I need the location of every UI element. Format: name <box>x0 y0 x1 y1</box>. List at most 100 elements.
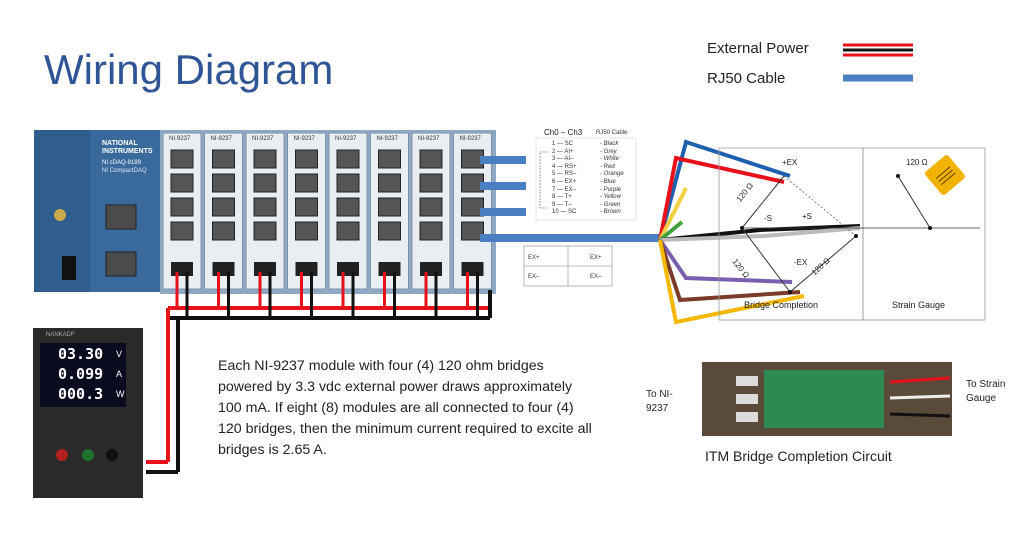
pin-number-signal: 1 — SC <box>552 141 574 147</box>
power-terminal <box>378 262 401 276</box>
rj50-port <box>295 149 318 169</box>
power-terminal <box>295 262 318 276</box>
pin-number-signal: 3 — AI– <box>552 156 574 163</box>
power-terminal <box>337 262 359 276</box>
pinout-header-right: RJ50 Cable <box>596 130 628 136</box>
rj50-port <box>378 149 401 169</box>
pin-wire-color: - White <box>600 156 620 163</box>
rj50-port <box>461 197 484 217</box>
legend-rj50-cable-label: RJ50 Cable <box>707 70 786 87</box>
module-label: NI-9237 <box>418 136 440 142</box>
rj50-port <box>378 173 401 193</box>
power-terminal <box>461 262 484 276</box>
module-label: NI-9237 <box>210 136 232 142</box>
rj50-port <box>419 197 443 217</box>
psu-power-unit: W <box>116 389 125 399</box>
strain-gauge-label: Strain Gauge <box>892 300 946 310</box>
rj50-port <box>295 221 318 241</box>
pin-number-signal: 5 — RS– <box>552 171 577 178</box>
pinout-ex-left-bottom: EX– <box>528 274 540 280</box>
pin-wire-color: - Yellow <box>600 194 621 201</box>
rj50-port <box>336 173 360 193</box>
psu-power: 000.3 <box>58 385 104 403</box>
pin-row: 1 — SC - Black <box>552 141 632 147</box>
rj50-port <box>295 197 318 217</box>
pin-wire-color: - Purple <box>600 186 622 193</box>
pin-wire-color: - Black <box>600 141 619 147</box>
pin-row: 8 — T+ - Yellow <box>552 194 632 200</box>
module-label: NI-9237 <box>335 136 357 142</box>
rj50-cable-stubs <box>480 156 660 242</box>
pin-number-signal: 4 — RS+ <box>552 163 577 170</box>
pin-number-signal: 7 — EX– <box>552 186 577 193</box>
pin-number-signal: 2 — AI+ <box>552 148 574 155</box>
pinout-ex-right-bottom: EX– <box>590 274 602 280</box>
rj50-port <box>212 149 235 169</box>
bridge-minus-ex-label: -EX <box>794 258 808 267</box>
rj50-port <box>419 149 443 169</box>
legend-external-power-swatch <box>843 43 913 57</box>
pinout-ex-left-top: EX+ <box>528 255 540 261</box>
rj50-port <box>336 197 360 217</box>
pin-row: 9 — T– - Green <box>552 202 632 208</box>
module-label: NI-9237 <box>169 136 191 142</box>
module-label: NI-9237 <box>293 136 315 142</box>
psu-current-unit: A <box>116 369 123 379</box>
bench-power-supply <box>33 328 143 498</box>
bridge-diagram <box>718 147 986 321</box>
rj50-port <box>253 149 277 169</box>
power-terminal <box>420 262 442 276</box>
pin-row: 2 — AI+- Grey <box>552 149 632 155</box>
gauge-resistor-label: 120 Ω <box>906 158 928 167</box>
psu-brand: NANKADF <box>46 332 75 338</box>
pin-wire-color: - Green <box>600 201 621 208</box>
chassis-subtitle: NI CompactDAQ <box>102 168 147 174</box>
rj50-port <box>378 197 401 217</box>
itm-to-strain-label: To Strain Gauge <box>966 379 1006 404</box>
pin-number-signal: 9 — T– <box>552 201 572 208</box>
pinout-header-left: Ch0 – Ch3 <box>544 128 583 137</box>
module-label: NI-9237 <box>376 136 398 142</box>
pin-number-signal: 10 — SC <box>552 209 577 216</box>
rj50-port <box>461 221 484 241</box>
rj50-port <box>378 221 401 241</box>
module-label: NI-9237 <box>459 136 481 142</box>
pin-number-signal: 6 — EX+ <box>552 179 577 185</box>
ni-brand-line1: NATIONAL <box>102 140 138 147</box>
psu-current: 0.099 <box>58 365 104 383</box>
rj50-port <box>212 221 235 241</box>
pin-row: 4 — RS+ - Red <box>552 164 632 170</box>
ni-brand-line2: INSTRUMENTS <box>102 148 153 155</box>
description-paragraph: Each NI-9237 module with four (4) 120 oh… <box>218 358 592 458</box>
psu-voltage: 03.30 <box>58 345 104 363</box>
rj50-port <box>170 221 194 241</box>
rj50-port <box>336 149 360 169</box>
rj50-port <box>170 197 194 217</box>
bridge-completion-label: Bridge Completion <box>744 300 819 310</box>
bridge-minus-s-label: -S <box>764 214 772 223</box>
itm-circuit-photo <box>702 362 952 436</box>
itm-to-ni-label: To NI-9237 <box>646 389 673 414</box>
wire-fanout <box>658 139 861 325</box>
chassis-model: NI cDAQ-9189 <box>102 160 142 166</box>
strain-gauge-icon <box>925 155 965 195</box>
module-power-drops <box>175 272 479 318</box>
pinout-ex-right-top: EX+ <box>590 255 602 261</box>
pin-wire-color: - Orange <box>600 171 624 178</box>
bridge-plus-s-label: +S <box>802 212 813 221</box>
module-slots <box>162 132 492 290</box>
pin-row: 10 — SC - Brown <box>552 209 632 215</box>
legend-external-power-label: External Power <box>707 40 809 57</box>
rj50-port <box>253 221 277 241</box>
rj50-port <box>212 197 235 217</box>
rj50-port <box>295 173 318 193</box>
rj50-port <box>170 173 194 193</box>
rj50-port <box>212 173 235 193</box>
module-label: NI-9237 <box>252 136 274 142</box>
pin-row: 5 — RS– - Orange <box>552 171 632 177</box>
pin-wire-color: - Red <box>600 163 615 170</box>
pin-number-signal: 8 — T+ <box>552 194 572 201</box>
pin-row: 7 — EX– - Purple <box>552 187 632 193</box>
pin-wire-color: - Brown <box>600 209 621 216</box>
